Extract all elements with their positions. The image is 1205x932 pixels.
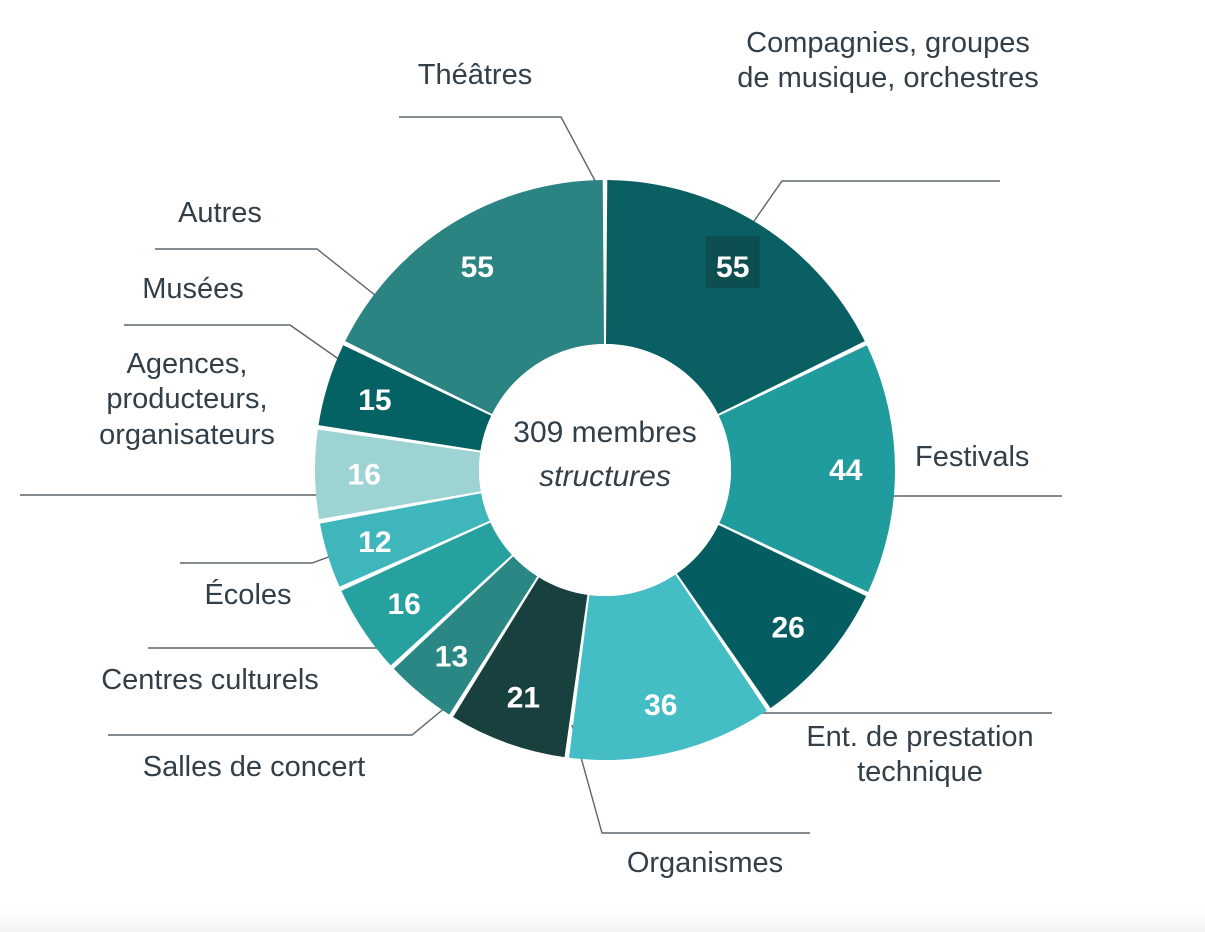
donut-slices bbox=[315, 180, 895, 761]
value-highlight-box bbox=[705, 235, 760, 288]
slice-value-label: 26 bbox=[771, 611, 804, 644]
label-agences: Agences, producteurs, organisateurs bbox=[99, 348, 275, 451]
label-organismes: Organismes bbox=[626, 847, 784, 879]
label-ecoles: Écoles bbox=[204, 579, 292, 611]
label-centres-culturels: Centres culturels bbox=[101, 664, 319, 696]
donut-slice[interactable] bbox=[341, 522, 512, 666]
center-subtitle-label: structures bbox=[539, 460, 671, 493]
label-ent-prestation: Ent. de prestation technique bbox=[806, 721, 1034, 789]
donut-hole bbox=[479, 344, 731, 596]
slice-value-label: 36 bbox=[644, 689, 677, 722]
slice-value-label: 16 bbox=[388, 588, 421, 621]
leader-line-organismes bbox=[571, 724, 810, 834]
label-salles-concert: Salles de concert bbox=[142, 751, 366, 783]
donut-slice[interactable] bbox=[315, 429, 481, 520]
leader-line-compagnies bbox=[737, 180, 1000, 245]
donut-slice[interactable] bbox=[676, 524, 867, 709]
label-theatres: Théâtres bbox=[417, 59, 533, 91]
bottom-gradient-band bbox=[0, 906, 1205, 932]
slice-value-label: 21 bbox=[507, 682, 540, 715]
leader-line-salles-concert bbox=[108, 701, 453, 736]
donut-slice[interactable] bbox=[718, 345, 895, 593]
slice-value-label: 12 bbox=[358, 526, 391, 559]
donut-slice[interactable] bbox=[345, 180, 605, 415]
slice-value-labels: 55 44 26 36 21 13 16 12 16 15 55 bbox=[348, 235, 863, 722]
leader-line-theatres bbox=[399, 116, 601, 191]
donut-slice[interactable] bbox=[319, 493, 490, 587]
donut-slice[interactable] bbox=[569, 574, 767, 761]
slice-value-label: 55 bbox=[716, 251, 749, 284]
center-total-label: 309 membres bbox=[513, 416, 696, 449]
label-autres: Autres bbox=[178, 197, 262, 229]
label-compagnies: Compagnies, groupes de musique, orchestr… bbox=[737, 27, 1039, 95]
leader-lines bbox=[20, 116, 1062, 834]
slice-value-label: 15 bbox=[358, 384, 391, 417]
slice-value-label: 16 bbox=[348, 459, 381, 492]
donut-slice[interactable] bbox=[605, 180, 865, 415]
leader-line-autres bbox=[155, 248, 391, 308]
donut-slice[interactable] bbox=[393, 556, 538, 715]
label-musees: Musées bbox=[142, 273, 244, 305]
slice-value-label: 44 bbox=[829, 454, 863, 487]
label-festivals: Festivals bbox=[915, 441, 1030, 473]
leader-line-musees bbox=[124, 324, 358, 373]
slice-value-label: 13 bbox=[435, 641, 468, 674]
donut-slice[interactable] bbox=[453, 577, 588, 758]
donut-slice[interactable] bbox=[318, 345, 492, 451]
slice-value-label: 55 bbox=[461, 251, 494, 284]
